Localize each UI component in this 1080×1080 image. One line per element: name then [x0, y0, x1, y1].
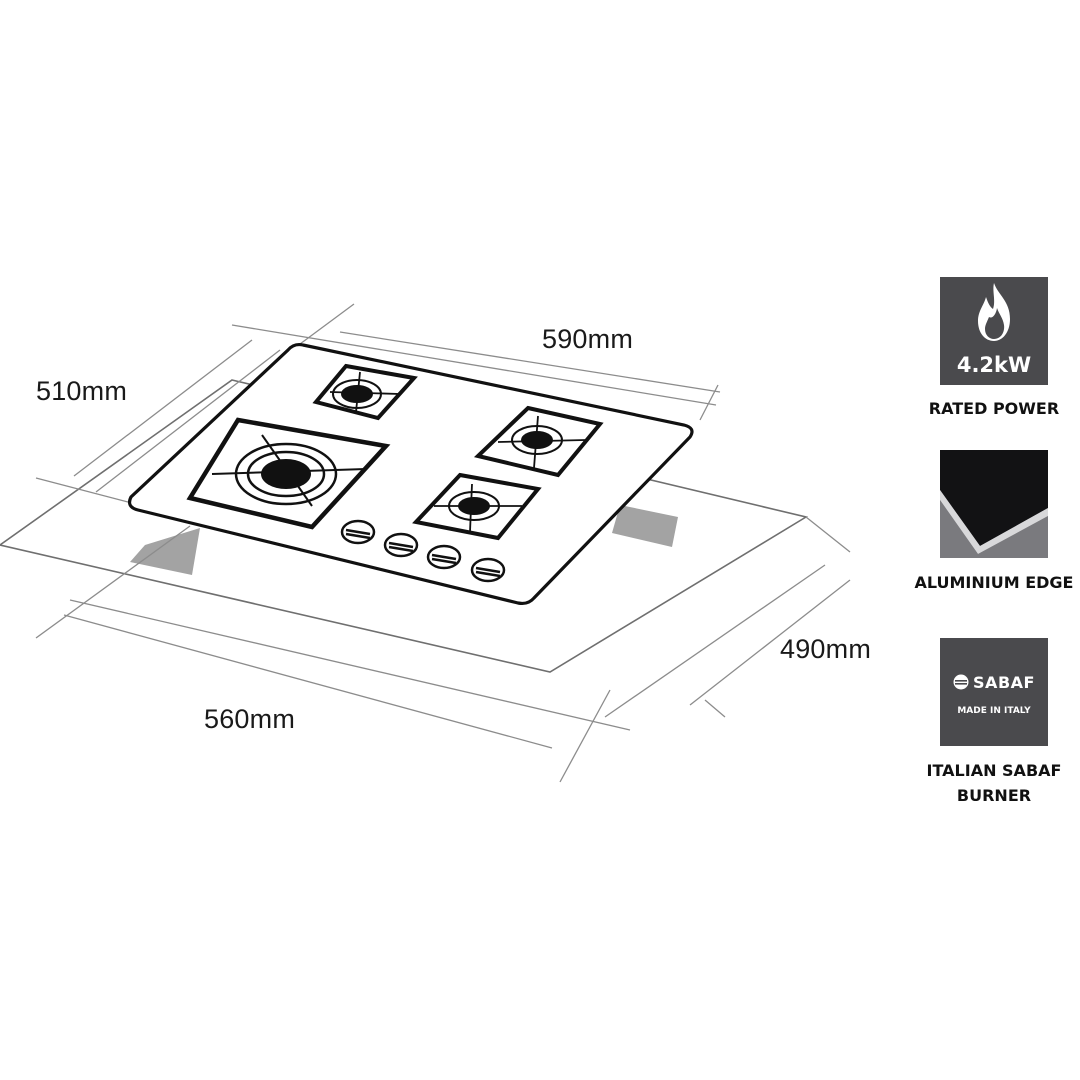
control-knobs: [340, 519, 506, 583]
aluminium-edge-caption: ALUMINIUM EDGE: [914, 573, 1074, 592]
cutout-depth-label: 490mm: [780, 634, 872, 664]
cutout-width-label: 560mm: [204, 704, 296, 734]
knob-1: [340, 519, 376, 545]
burner-rear-left: [312, 363, 418, 421]
aluminium-edge-icon: [940, 450, 1048, 558]
rated-power-badge: 4.2kW: [940, 277, 1048, 385]
sabaf-logo-icon: [953, 674, 969, 690]
cutout-shadow-right: [612, 505, 678, 547]
made-in-italy: MADE IN ITALY: [957, 706, 1031, 716]
top-depth-label: 510mm: [36, 376, 128, 406]
knob-4: [470, 557, 506, 583]
sabaf-logo: SABAF: [946, 670, 1042, 694]
power-value: 4.2kW: [956, 353, 1032, 377]
hob-top-outline: [127, 342, 694, 606]
sabaf-brand: SABAF: [973, 672, 1035, 692]
aluminium-edge-image: [940, 450, 1048, 558]
burner-rear-right: [473, 405, 604, 478]
sabaf-burner-caption: ITALIAN SABAF BURNER: [926, 761, 1062, 805]
rated-power-caption: RATED POWER: [928, 399, 1060, 418]
dimension-guides: [35, 303, 851, 783]
top-width-label: 590mm: [542, 324, 634, 354]
burner-large: [186, 417, 391, 530]
burner-front-right: [412, 472, 542, 541]
knob-2: [383, 532, 419, 558]
sabaf-badge: SABAF MADE IN ITALY: [940, 638, 1048, 746]
cutout-shadow-left: [130, 528, 200, 575]
flame-icon: [978, 283, 1010, 341]
knob-3: [426, 544, 462, 570]
